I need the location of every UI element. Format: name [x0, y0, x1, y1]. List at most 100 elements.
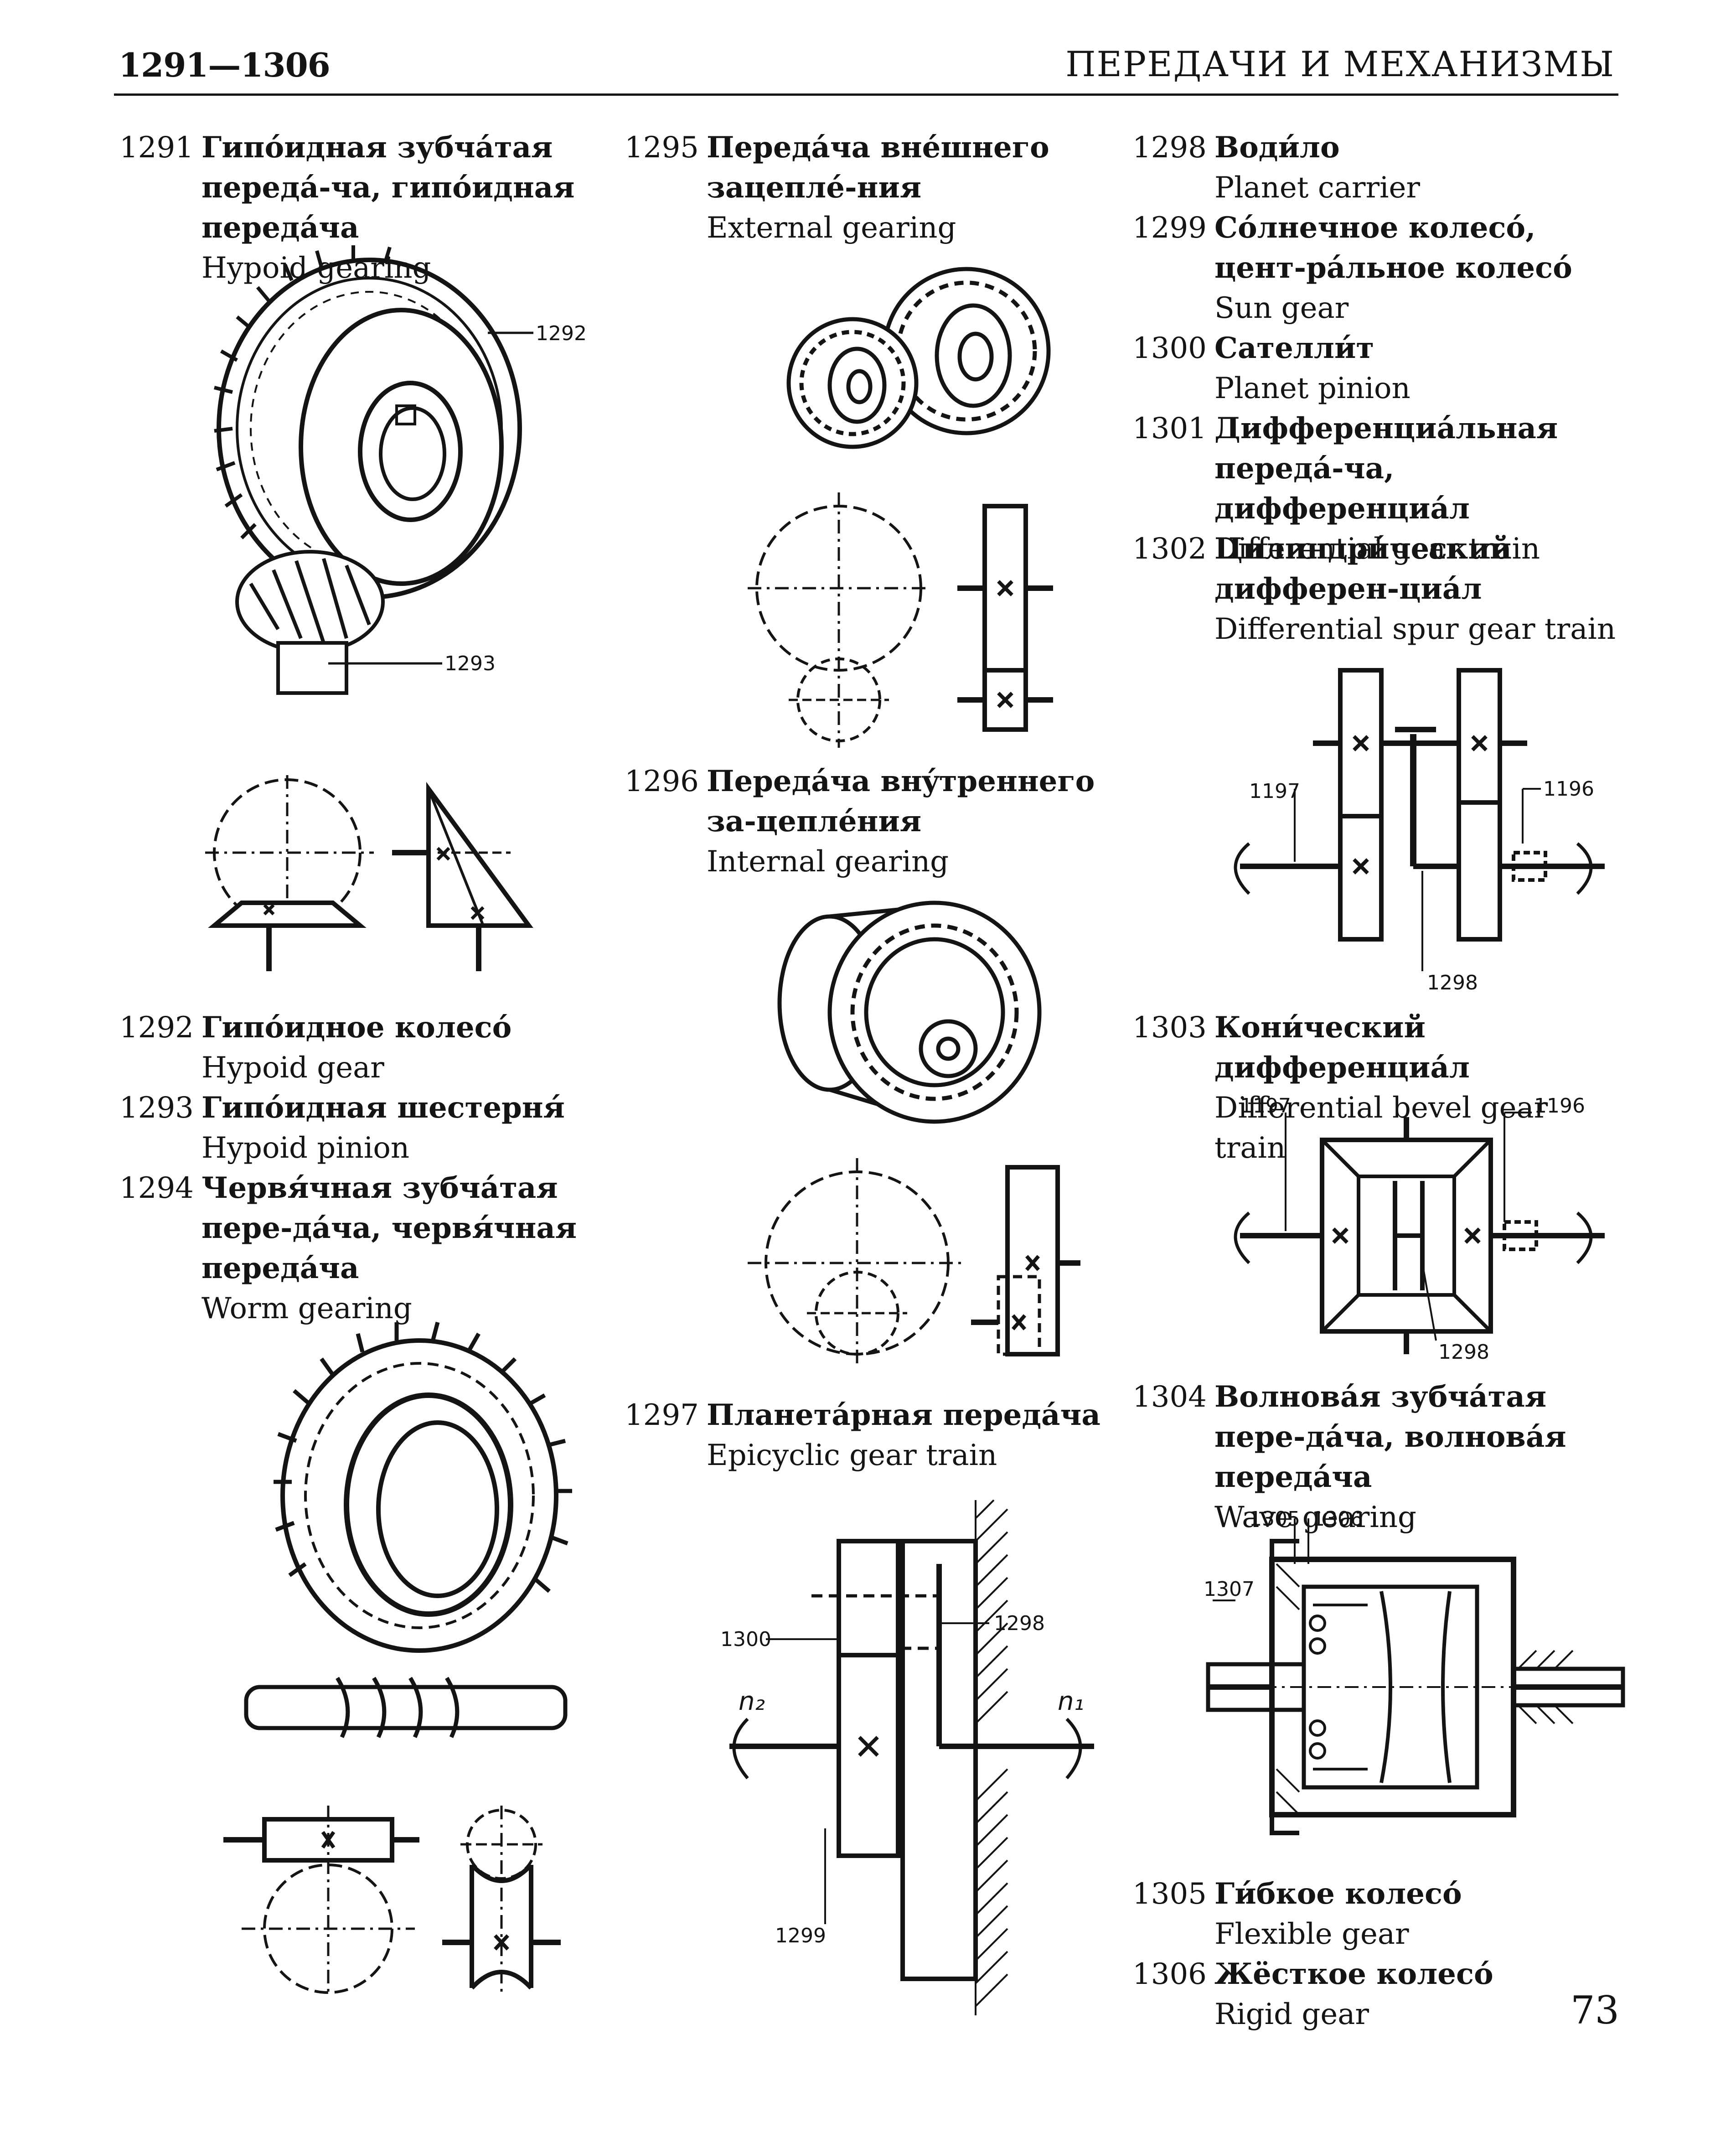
hypoid-gear-illustration: 1292 1293 — [214, 245, 587, 695]
entry-number: 1305 — [1132, 1877, 1207, 1911]
entry-russian: Сателли́т — [1214, 331, 1374, 365]
label-1293: 1293 — [444, 652, 496, 675]
label-1197: 1197 — [1240, 1094, 1291, 1118]
entry-russian: Ги́бкое колесó — [1214, 1877, 1462, 1911]
entry-english: Differential spur gear train — [1214, 612, 1616, 646]
entry-english: Flexible gear — [1214, 1917, 1409, 1951]
entry-number: 1303 — [1132, 1011, 1207, 1045]
page-number: 73 — [1571, 1988, 1619, 2033]
hypoid-schematic — [205, 775, 533, 971]
entry-english: Worm gearing — [202, 1292, 412, 1325]
entry-number: 1304 — [1132, 1380, 1207, 1414]
entry-russian: Волновáя зубчáтая пере-дáча, волновáя пе… — [1214, 1380, 1566, 1494]
entry-number: 1302 — [1132, 532, 1207, 566]
worm-schematic — [223, 1806, 561, 1997]
label-1196: 1196 — [1534, 1094, 1585, 1118]
entry-1297: 1297 Планетáрная передáча Epicyclic gear… — [625, 1395, 1117, 1475]
entry-russian: Кони́ческий дифференциáл — [1214, 1010, 1470, 1085]
label-n2: n₂ — [739, 1687, 765, 1716]
internal-gearing-illustration — [777, 901, 1042, 1124]
entry-english: External gearing — [707, 211, 956, 245]
entry-russian: Планетáрная передáча — [707, 1398, 1100, 1432]
entry-russian: Жёсткое колесó — [1214, 1957, 1493, 1991]
spur-differential-schematic: 1197 1196 1298 — [1234, 668, 1605, 994]
entry-1291: 1291 Гипóидная зубчáтая передá-ча, гипóи… — [119, 128, 612, 288]
entry-russian: Цилиндри́ческий дифферен-циáл — [1214, 532, 1512, 606]
page-range: 1291—1306 — [119, 46, 331, 84]
entry-english: Planet carrier — [1214, 171, 1420, 205]
entry-russian: Гипóидная зубчáтая передá-ча, гипóидная … — [202, 130, 575, 245]
entry-english: Rigid gear — [1214, 1998, 1369, 2031]
entry-number: 1293 — [119, 1091, 194, 1125]
entry-1303: 1303 Кони́ческий дифференциáл Differenti… — [1132, 1008, 1625, 1168]
hypoid-pinion — [235, 550, 385, 695]
entry-russian: Дифференциáльная передá-ча, дифференциáл — [1214, 411, 1558, 526]
entry-1299: 1299 Сóлнечное колесó, цент-рáльное коле… — [1132, 208, 1625, 328]
entry-russian: Сóлнечное колесó, цент-рáльное колесó — [1214, 211, 1572, 285]
label-1300: 1300 — [720, 1628, 771, 1651]
entry-russian: Передáча внýтреннего за-цеплéния — [707, 764, 1095, 839]
entry-number: 1299 — [1132, 211, 1207, 245]
label-1298: 1298 — [994, 1612, 1045, 1635]
label-1306: 1306 — [1312, 1507, 1363, 1531]
entry-russian: Передáча внéшнего зацеплé-ния — [707, 130, 1049, 205]
header-rule — [114, 93, 1618, 96]
entry-russian: Гипóидная шестерня́ — [202, 1091, 565, 1125]
entry-number: 1292 — [119, 1011, 194, 1045]
label-n1: n₁ — [1058, 1687, 1084, 1716]
entry-number: 1297 — [625, 1398, 699, 1432]
worm-shaft — [244, 1677, 568, 1738]
hypoid-gear-wheel — [217, 258, 522, 600]
label-1197: 1197 — [1249, 780, 1300, 803]
entry-number: 1294 — [119, 1171, 194, 1205]
entry-english: Planet pinion — [1214, 372, 1410, 405]
entry-1296: 1296 Передáча внýтреннего за-цеплéния In… — [625, 761, 1117, 882]
entry-number: 1296 — [625, 765, 699, 798]
internal-gearing-schematic — [748, 1158, 1080, 1368]
entry-1304: 1304 Волновáя зубчáтая пере-дáча, волнов… — [1132, 1377, 1625, 1537]
epicyclic-schematic: n₂ n₁ 1300 1298 1299 — [720, 1499, 1094, 2015]
entry-1292: 1292 Гипóидное колесó Hypoid gear — [119, 1008, 612, 1088]
label-1292: 1292 — [536, 322, 587, 345]
entry-1300: 1300 Сателли́т Planet pinion — [1132, 328, 1625, 409]
label-1298: 1298 — [1438, 1341, 1489, 1364]
entry-1298: 1298 Води́ло Planet carrier — [1132, 128, 1625, 208]
entry-number: 1306 — [1132, 1957, 1207, 1991]
entry-number: 1295 — [625, 131, 699, 165]
label-1299: 1299 — [775, 1924, 826, 1947]
worm-gear-illustration — [244, 1321, 572, 1738]
entry-english: Differential gear train — [1214, 532, 1540, 566]
hypoid-gear-teeth — [214, 245, 392, 539]
entry-1301: 1301 Дифференциáльная передá-ча, диффере… — [1132, 409, 1625, 569]
entry-english: Hypoid gear — [202, 1051, 384, 1085]
entry-english: Wave gearing — [1214, 1501, 1416, 1534]
entry-1306: 1306 Жёсткое колесó Rigid gear — [1132, 1954, 1625, 2034]
entry-russian: Червя́чная зубчáтая пере-дáча, червя́чна… — [202, 1171, 577, 1285]
entry-english: Epicyclic gear train — [707, 1439, 997, 1472]
entry-english: Internal gearing — [707, 845, 949, 879]
entry-number: 1301 — [1132, 412, 1207, 445]
entry-russian: Води́ло — [1214, 130, 1340, 165]
label-1305: 1305 — [1249, 1507, 1300, 1531]
entry-english: Hypoid pinion — [202, 1131, 410, 1165]
section-title: ПЕРЕДАЧИ И МЕХАНИЗМЫ — [1065, 44, 1615, 84]
wave-gearing-section: 1305 1306 1307 — [1204, 1507, 1625, 1835]
entry-1293: 1293 Гипóидная шестерня́ Hypoid pinion — [119, 1088, 612, 1168]
entry-russian: Гипóидное колесó — [202, 1010, 512, 1045]
entry-number: 1300 — [1132, 331, 1207, 365]
bevel-differential-schematic: 1197 1196 1298 — [1234, 1094, 1605, 1364]
external-gearing-illustration — [786, 267, 1051, 449]
label-1196: 1196 — [1543, 777, 1594, 801]
entry-english: Differential bevel gear train — [1214, 1091, 1548, 1165]
entry-number: 1291 — [119, 131, 194, 165]
external-gearing-schematic — [748, 492, 1053, 748]
housing-hatching — [975, 1499, 1008, 2015]
entry-number: 1298 — [1132, 131, 1207, 165]
label-1298: 1298 — [1427, 971, 1478, 994]
entry-1305: 1305 Ги́бкое колесó Flexible gear — [1132, 1874, 1625, 1954]
entry-1302: 1302 Цилиндри́ческий дифферен-циáл Diffe… — [1132, 529, 1625, 649]
entry-1295: 1295 Передáча внéшнего зацеплé-ния Exter… — [625, 128, 1117, 248]
entry-1294: 1294 Червя́чная зубчáтая пере-дáча, черв… — [119, 1168, 612, 1329]
entry-english: Sun gear — [1214, 291, 1349, 325]
label-1307: 1307 — [1204, 1578, 1255, 1601]
